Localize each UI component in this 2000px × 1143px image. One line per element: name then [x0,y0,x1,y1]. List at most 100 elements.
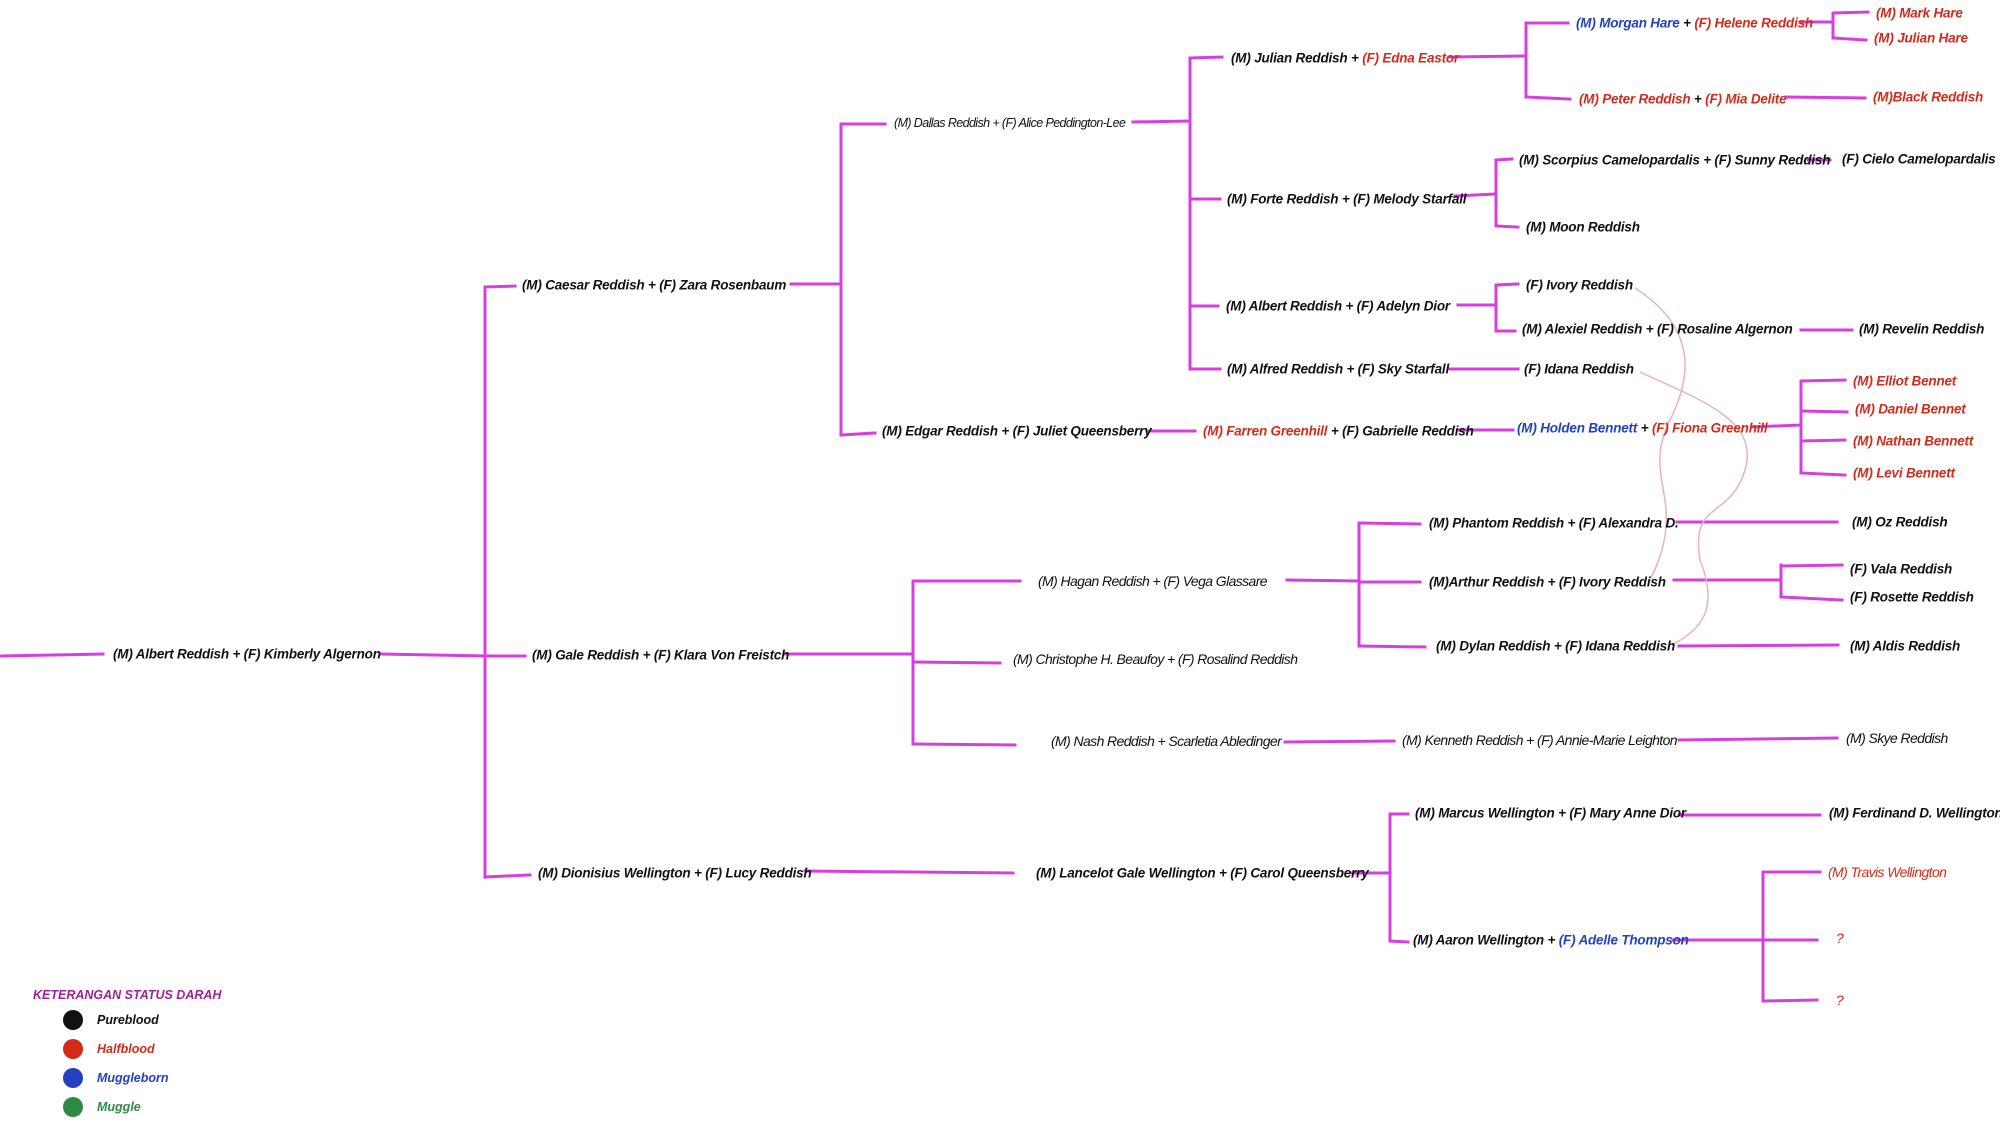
node-text: (F) Helene Reddish [1694,15,1813,31]
node-text: (M) Ferdinand D. Wellington [1829,805,2000,821]
person-node-levi: (M) Levi Bennett [1853,466,1955,481]
person-node-oz: (M) Oz Reddish [1852,515,1948,530]
person-node-peter: (M) Peter Reddish + (F) Mia Delite [1579,91,1787,107]
person-node-aldis: (M) Aldis Reddish [1850,639,1960,654]
node-text: (F) Rosette Reddish [1850,589,1974,605]
person-node-kenneth: (M) Kenneth Reddish + (F) Annie-Marie Le… [1402,732,1678,748]
node-text: ? [1836,992,1844,1008]
connector-line [483,284,517,289]
node-text: (M) Julian Reddish + [1231,50,1363,66]
node-text: (F) Ivory Reddish [1526,277,1633,293]
node-text: (M) Farren Greenhill [1203,423,1328,439]
person-node-caesar: (M) Caesar Reddish + (F) Zara Rosenbaum [522,278,786,293]
person-node-alexiel: (M) Alexiel Reddish + (F) Rosaline Alger… [1522,322,1793,337]
node-text: + (F) Gabrielle Reddish [1327,423,1474,439]
node-text: (F) Cielo Camelopardalis [1842,151,1996,167]
connector-line [911,660,1002,665]
connector-line [1784,95,1867,100]
connector-line [1524,95,1572,101]
person-node-nathan: (M) Nathan Bennett [1853,434,1973,449]
node-text: (F) Idana Reddish [1524,361,1634,377]
connector-line [911,742,1017,747]
connector-line [1677,736,1839,742]
legend-dot-icon [63,1039,83,1059]
person-node-dylan: (M) Dylan Reddish + (F) Idana Reddish [1436,639,1675,654]
person-node-christophe: (M) Christophe H. Beaufoy + (F) Rosalind… [1013,651,1298,667]
connector-line [1357,644,1427,649]
node-text: + [1679,15,1695,31]
node-text: (M)Black Reddish [1873,89,1984,105]
node-text: (M) Edgar Reddish + (F) Juliet Queensber… [882,423,1152,439]
node-text: (M) Revelin Reddish [1859,321,1985,337]
person-node-unknown1: ? [1836,930,1844,946]
person-node-elliot: (M) Elliot Bennet [1853,374,1956,389]
node-text: (M) Dylan Reddish + (F) Idana Reddish [1436,638,1675,654]
person-node-scorpius: (M) Scorpius Camelopardalis + (F) Sunny … [1519,153,1830,168]
person-node-cielo: (F) Cielo Camelopardalis [1842,151,1996,167]
node-text: (M) Nash Reddish + Scarletia Abledinger [1051,733,1282,749]
node-text: (M) Kenneth Reddish + (F) Annie-Marie Le… [1402,732,1678,748]
connector-line [1448,54,1528,59]
connector-line [839,431,877,437]
person-node-holden: (M) Holden Bennett + (F) Fiona Greenhill [1517,420,1768,436]
connector-line [1283,739,1396,744]
node-text: (M) Skye Reddish [1846,730,1948,746]
person-node-hagan: (M) Hagan Reddish + (F) Vega Glassare [1038,573,1268,589]
connector-line [378,652,487,658]
legend-item-muggleborn: Muggleborn [63,1068,169,1088]
person-node-morgan: (M) Morgan Hare + (F) Helene Reddish [1576,16,1813,31]
legend-item-pureblood: Pureblood [63,1010,159,1030]
node-text: (M) Mark Hare [1876,5,1963,21]
node-text: (M)Arthur Reddish + (F) Ivory Reddish [1429,574,1666,590]
person-node-unknown2: ? [1836,992,1844,1008]
node-text: (M) Nathan Bennett [1853,433,1974,449]
node-text: (M) Marcus Wellington + (F) Mary Anne Di… [1415,805,1686,821]
legend-item-halfblood: Halfblood [63,1039,155,1059]
legend-dot-icon [63,1097,83,1117]
node-text: + [1637,420,1652,436]
person-node-root: (M) Albert Reddish + (F) Kimberly Algern… [113,647,381,662]
person-node-mark: (M) Mark Hare [1876,6,1963,21]
connector-line [1831,10,1870,15]
person-node-dionisius: (M) Dionisius Wellington + (F) Lucy Redd… [538,866,812,881]
connector-line [1285,578,1361,583]
connector-line [1779,563,1844,568]
node-text: (M) Morgan Hare [1576,15,1680,31]
legend-dot-icon [63,1068,83,1088]
person-node-travis: (M) Travis Wellington [1828,864,1947,880]
person-node-revelin: (M) Revelin Reddish [1859,322,1984,337]
node-text: (M) Dionisius Wellington + (F) Lucy Redd… [538,865,812,881]
node-text: (M) Aaron Wellington + [1413,932,1559,948]
person-node-ivory: (F) Ivory Reddish [1526,278,1633,293]
node-text: (M) Gale Reddish + (F) Klara Von Freistc… [532,647,790,663]
person-node-phantom: (M) Phantom Reddish + (F) Alexandra D. [1429,516,1679,531]
node-text: (F) Mia Delite [1705,91,1787,107]
person-node-skye: (M) Skye Reddish [1846,730,1948,746]
node-text: (M) Caesar Reddish + (F) Zara Rosenbaum [522,277,787,293]
legend-label: Pureblood [97,1013,159,1027]
node-text: (M) Peter Reddish [1579,91,1691,107]
node-text: (M) Forte Reddish + (F) Melody Starfall [1227,191,1467,207]
node-text: (M) Christophe H. Beaufoy + (F) Rosalind… [1013,651,1298,667]
node-text: ? [1836,930,1844,946]
node-text: (M) Moon Reddish [1526,219,1640,235]
connector-line [1779,595,1844,602]
node-text: (F) Adelle Thompson [1558,932,1689,948]
person-node-idana: (F) Idana Reddish [1524,362,1634,377]
legend-title: KETERANGAN STATUS DARAH [33,988,222,1002]
person-node-ferdinand: (M) Ferdinand D. Wellington [1829,806,2000,821]
legend-item-muggle: Muggle [63,1097,141,1117]
connector-line [1453,192,1498,198]
connector-line [1799,378,1847,383]
person-node-moon: (M) Moon Reddish [1526,220,1640,235]
connector-line [1357,521,1422,526]
connector-line [0,652,105,658]
connector-line [1188,55,1224,60]
node-text: (M) Hagan Reddish + (F) Vega Glassare [1038,573,1268,589]
node-text: (M) Dallas Reddish + (F) Alice Peddingto… [894,116,1126,130]
node-text: (M) Alfred Reddish + (F) Sky Starfall [1227,361,1450,377]
person-node-julian: (M) Julian Reddish + (F) Edna Eastor [1231,51,1459,66]
legend-label: Muggleborn [97,1071,169,1085]
